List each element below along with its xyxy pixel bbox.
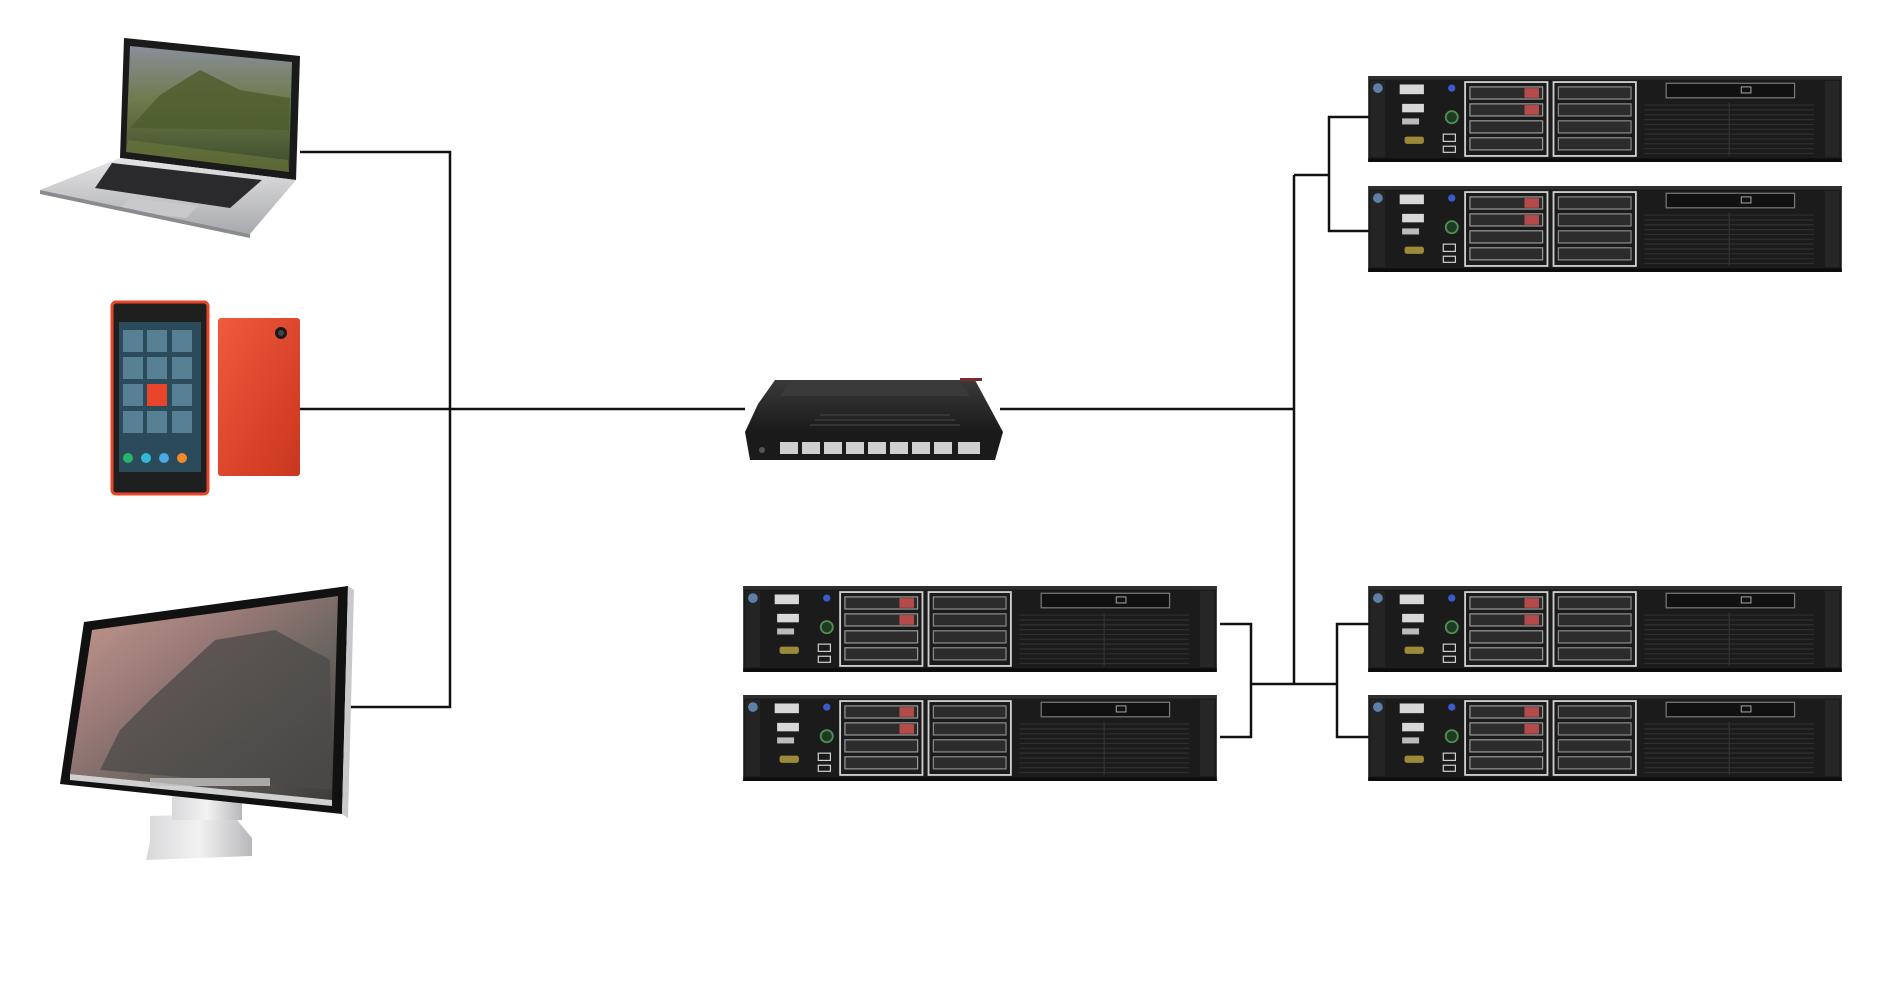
rack-server-icon: [743, 586, 1217, 672]
rack-server-icon: [1368, 695, 1842, 781]
network-switch-icon: [745, 378, 1003, 460]
rack-server-icon: [1368, 186, 1842, 272]
laptop-icon: [40, 38, 300, 238]
link-server-bottom-right: [1335, 622, 1372, 739]
connection-lines: [300, 115, 1372, 739]
rack-server-icon: [1368, 586, 1842, 672]
link-server-top-right: [1327, 115, 1372, 233]
desktop-monitor-icon: [60, 586, 354, 860]
link-laptop: [300, 150, 452, 409]
smartphone-icon: [110, 300, 300, 496]
rack-server-icon: [743, 695, 1217, 781]
rack-server-icon: [1368, 76, 1842, 162]
link-server-bottom-middle: [1220, 622, 1253, 739]
link-monitor: [348, 409, 452, 709]
